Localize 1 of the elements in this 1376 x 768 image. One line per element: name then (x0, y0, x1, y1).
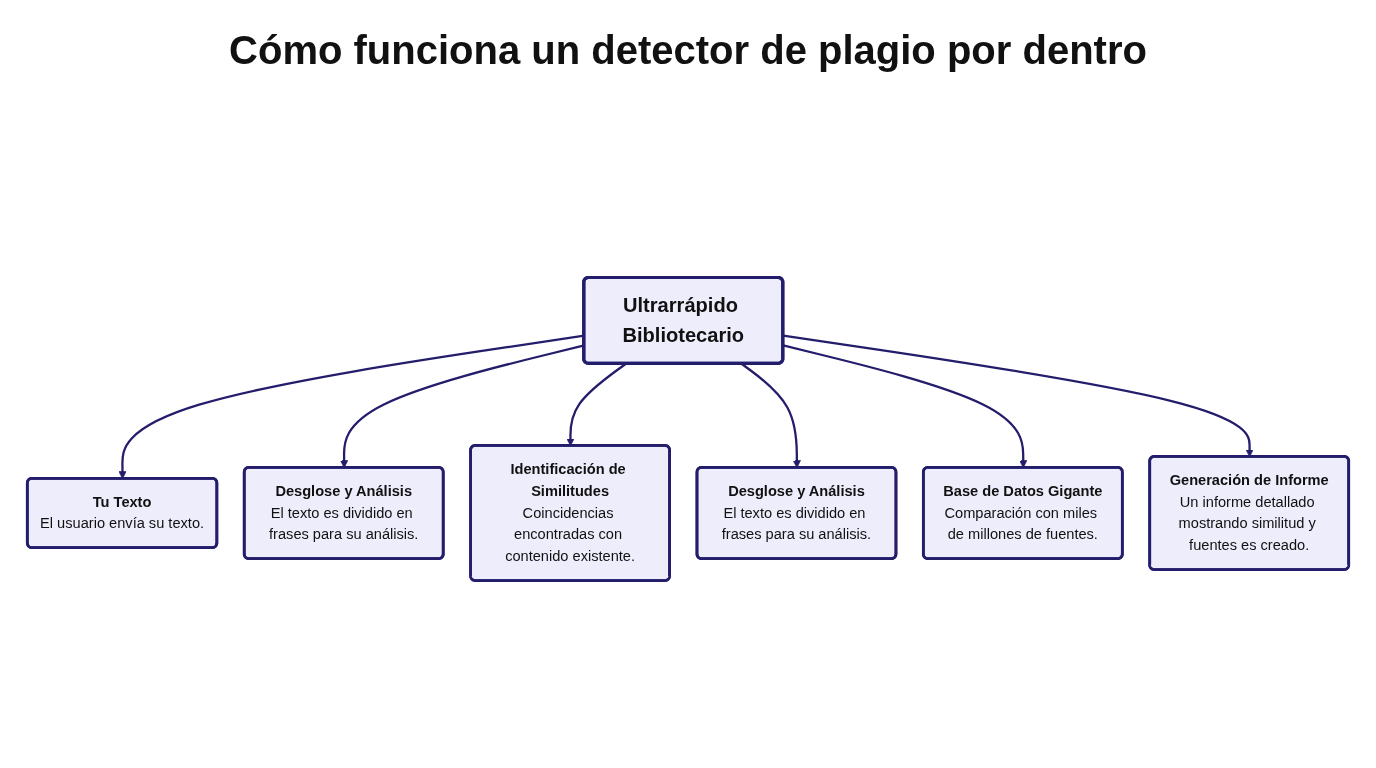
title: Cómo funciona un detector de plagio por dentro (228, 27, 1148, 74)
